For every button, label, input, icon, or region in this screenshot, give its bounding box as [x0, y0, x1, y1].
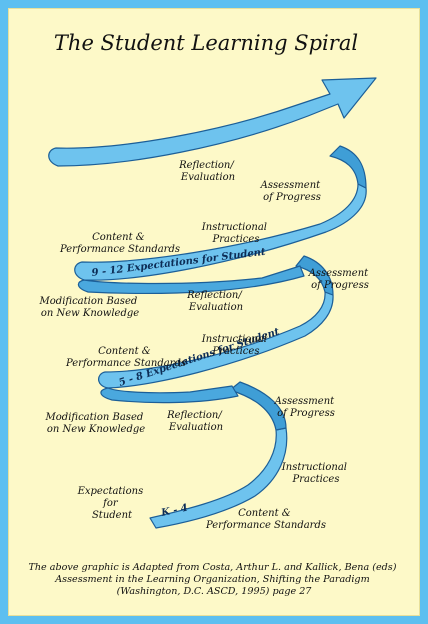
caption-line: The above graphic is Adapted from Costa,…: [28, 562, 396, 573]
label-line: Evaluation: [168, 422, 223, 433]
label-content-low: Content & Performance Standards: [205, 508, 326, 531]
spiral-ribbon: [48, 77, 377, 529]
label-line: Modification Based: [39, 296, 138, 307]
label-line: Expectations: [77, 486, 144, 497]
label-content-top: Content & Performance Standards: [59, 232, 180, 255]
label-line: Practices: [292, 474, 340, 485]
label-line: Instructional: [201, 334, 267, 345]
label-line: Modification Based: [45, 412, 144, 423]
label-line: Reflection/: [166, 410, 223, 421]
label-expectations-low: Expectations for Student: [77, 486, 147, 521]
label-assessment-low: Assessment of Progress: [274, 396, 338, 419]
ribbon-rise-upper: [329, 145, 367, 189]
caption-line: Assessment in the Learning Organization,…: [54, 574, 369, 585]
label-assessment-mid: Assessment of Progress: [308, 268, 372, 291]
label-line: Content &: [238, 508, 291, 519]
ribbon-rise-lower: [229, 381, 287, 431]
label-reflection-mid: Reflection/ Evaluation: [186, 290, 245, 313]
label-line: Reflection/: [178, 160, 235, 171]
label-reflection-low: Reflection/ Evaluation: [166, 410, 225, 433]
label-reflection-top: Reflection/ Evaluation: [178, 160, 237, 183]
label-line: for: [102, 498, 119, 509]
label-line: Instructional: [201, 222, 267, 233]
label-line: Reflection/: [186, 290, 243, 301]
label-modification-mid: Modification Based on New Knowledge: [39, 296, 141, 319]
label-line: Practices: [212, 234, 260, 245]
label-instructional-top: Instructional Practices: [201, 222, 270, 245]
label-line: Performance Standards: [65, 358, 186, 369]
label-line: Performance Standards: [205, 520, 326, 531]
source-caption: The above graphic is Adapted from Costa,…: [28, 562, 399, 597]
page-title: The Student Learning Spiral: [54, 31, 358, 55]
label-line: of Progress: [263, 192, 321, 203]
label-assessment-top: Assessment of Progress: [260, 180, 324, 203]
label-line: Assessment: [308, 268, 370, 279]
label-line: Assessment: [274, 396, 336, 407]
label-line: Evaluation: [180, 172, 235, 183]
label-line: Evaluation: [188, 302, 243, 313]
label-line: Instructional: [281, 462, 347, 473]
label-line: Content &: [98, 346, 151, 357]
label-line: Student: [92, 510, 133, 521]
ribbon-curl-upper: [77, 265, 305, 295]
label-line: on New Knowledge: [47, 424, 145, 435]
label-instructional-low: Instructional Practices: [281, 462, 350, 485]
label-line: Assessment: [260, 180, 322, 191]
caption-line: (Washington, D.C. ASCD, 1995) page 27: [117, 586, 313, 597]
spiral-labels: Reflection/ Evaluation Assessment of Pro…: [39, 160, 372, 531]
label-line: of Progress: [311, 280, 369, 291]
label-line: Performance Standards: [59, 244, 180, 255]
label-instructional-mid: Instructional Practices: [201, 334, 270, 357]
ribbon-rise-middle: [295, 255, 334, 296]
label-line: of Progress: [277, 408, 335, 419]
ribbon-curl-mid: [100, 385, 239, 404]
label-line: Practices: [212, 346, 260, 357]
label-line: on New Knowledge: [41, 308, 139, 319]
label-content-mid: Content & Performance Standards: [65, 346, 186, 369]
label-modification-low: Modification Based on New Knowledge: [45, 412, 147, 435]
label-line: Content &: [92, 232, 145, 243]
ribbon-top-arrow: [48, 77, 377, 167]
